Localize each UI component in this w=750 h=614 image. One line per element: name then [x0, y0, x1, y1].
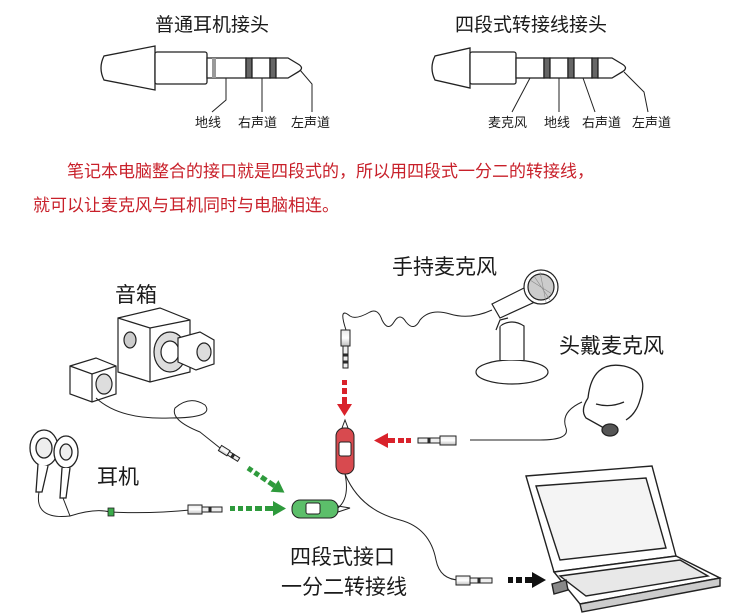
four-pole-label-mic: 麦克风 [488, 116, 528, 131]
standard-label-left: 左声道 [291, 116, 331, 131]
headset-mic-cable [470, 401, 583, 441]
four-pole-label-right: 右声道 [582, 116, 622, 131]
four-pole-plug-title: 四段式转接线接头 [455, 14, 608, 36]
handheld-to-splitter-arrow [337, 380, 352, 416]
headset-to-splitter-arrow [374, 433, 411, 448]
splitter-green-socket [291, 499, 351, 519]
earphone-plug [187, 504, 223, 515]
standard-label-right: 右声道 [238, 116, 278, 131]
earphone-icon [29, 429, 79, 499]
speaker-plug [217, 444, 241, 463]
laptop-icon [525, 465, 723, 613]
speaker-label: 音箱 [115, 283, 157, 307]
splitter-label-line-2: 一分二转接线 [281, 575, 407, 599]
standard-plug-title: 普通耳机接头 [155, 14, 270, 36]
speaker-icon [69, 307, 215, 403]
splitter-label-line-1: 四段式接口 [290, 545, 395, 569]
handheld-mic-label: 手持麦克风 [392, 255, 497, 279]
splitter-red-socket [335, 418, 355, 475]
handheld-mic-plug [340, 329, 351, 369]
headset-mic-label: 头戴麦克风 [559, 334, 664, 358]
description-line-1: 笔记本电脑整合的接口就是四段式的，所以用四段式一分二的转接线， [67, 162, 594, 182]
headset-mic-icon [582, 364, 644, 437]
splitter-cables [337, 473, 461, 581]
four-pole-plug-leader-lines [511, 71, 649, 113]
headset-mic-plug [417, 435, 457, 446]
earphone-cable [37, 491, 191, 517]
standard-plug-leader-lines [211, 69, 313, 113]
speaker-to-splitter-arrow [246, 465, 285, 493]
four-pole-label-left: 左声道 [632, 116, 672, 131]
standard-plug-icon [100, 45, 303, 91]
handheld-mic-icon [475, 269, 559, 385]
handheld-mic-cable [342, 309, 493, 331]
description-line-2: 就可以让麦克风与耳机同时与电脑相连。 [33, 196, 339, 216]
four-pole-label-ground: 地线 [544, 116, 571, 131]
earphone-to-splitter-arrow [230, 501, 286, 516]
earphone-label: 耳机 [97, 465, 139, 489]
splitter-output-plug [455, 575, 493, 586]
standard-label-ground: 地线 [195, 116, 222, 131]
earphone-cable-clip [107, 507, 115, 517]
four-pole-plug-icon [431, 47, 627, 89]
splitter-to-laptop-arrow [508, 572, 546, 588]
speaker-cable [95, 397, 221, 449]
